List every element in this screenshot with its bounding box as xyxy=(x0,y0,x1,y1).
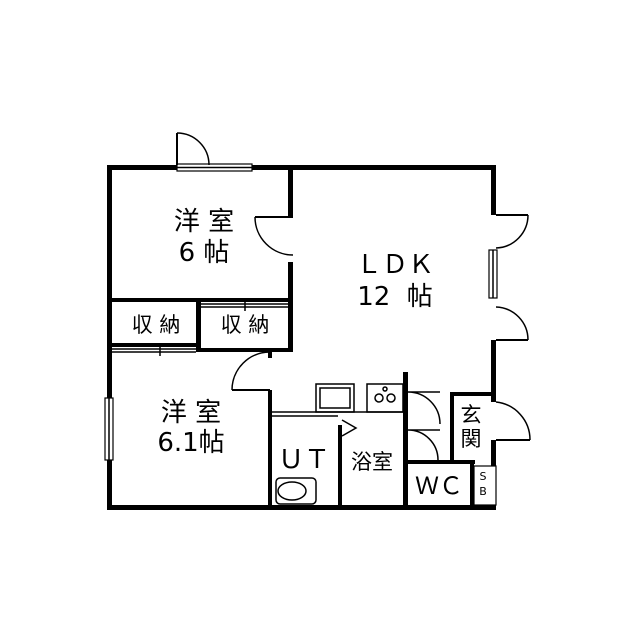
windows xyxy=(104,163,498,506)
washing-machine xyxy=(275,477,317,505)
western-room-bottom-size: 6.1帖 xyxy=(157,428,225,458)
interior-walls xyxy=(107,165,495,510)
western-room-top-size: 6 帖 xyxy=(178,238,230,268)
closet-right-label: 収 納 xyxy=(220,313,270,337)
entrance-label: 玄 関 xyxy=(460,403,482,452)
doors xyxy=(176,132,531,461)
closet-doors xyxy=(112,300,288,356)
ldk-name: ＬＤＫ xyxy=(355,250,434,280)
closet-left-label: 収 納 xyxy=(131,313,181,337)
western-room-top-name: 洋 室 xyxy=(173,207,235,237)
ldk-size: 12 帖 xyxy=(357,282,433,312)
bathroom-label: 浴室 xyxy=(351,450,393,474)
shoe-box-label: S B xyxy=(479,470,487,499)
toilet-label: ＷＣ xyxy=(415,472,463,500)
western-room-bottom-name: 洋 室 xyxy=(160,398,222,428)
kitchen-counter xyxy=(272,383,404,417)
utility-label: ＵＴ xyxy=(277,445,330,475)
